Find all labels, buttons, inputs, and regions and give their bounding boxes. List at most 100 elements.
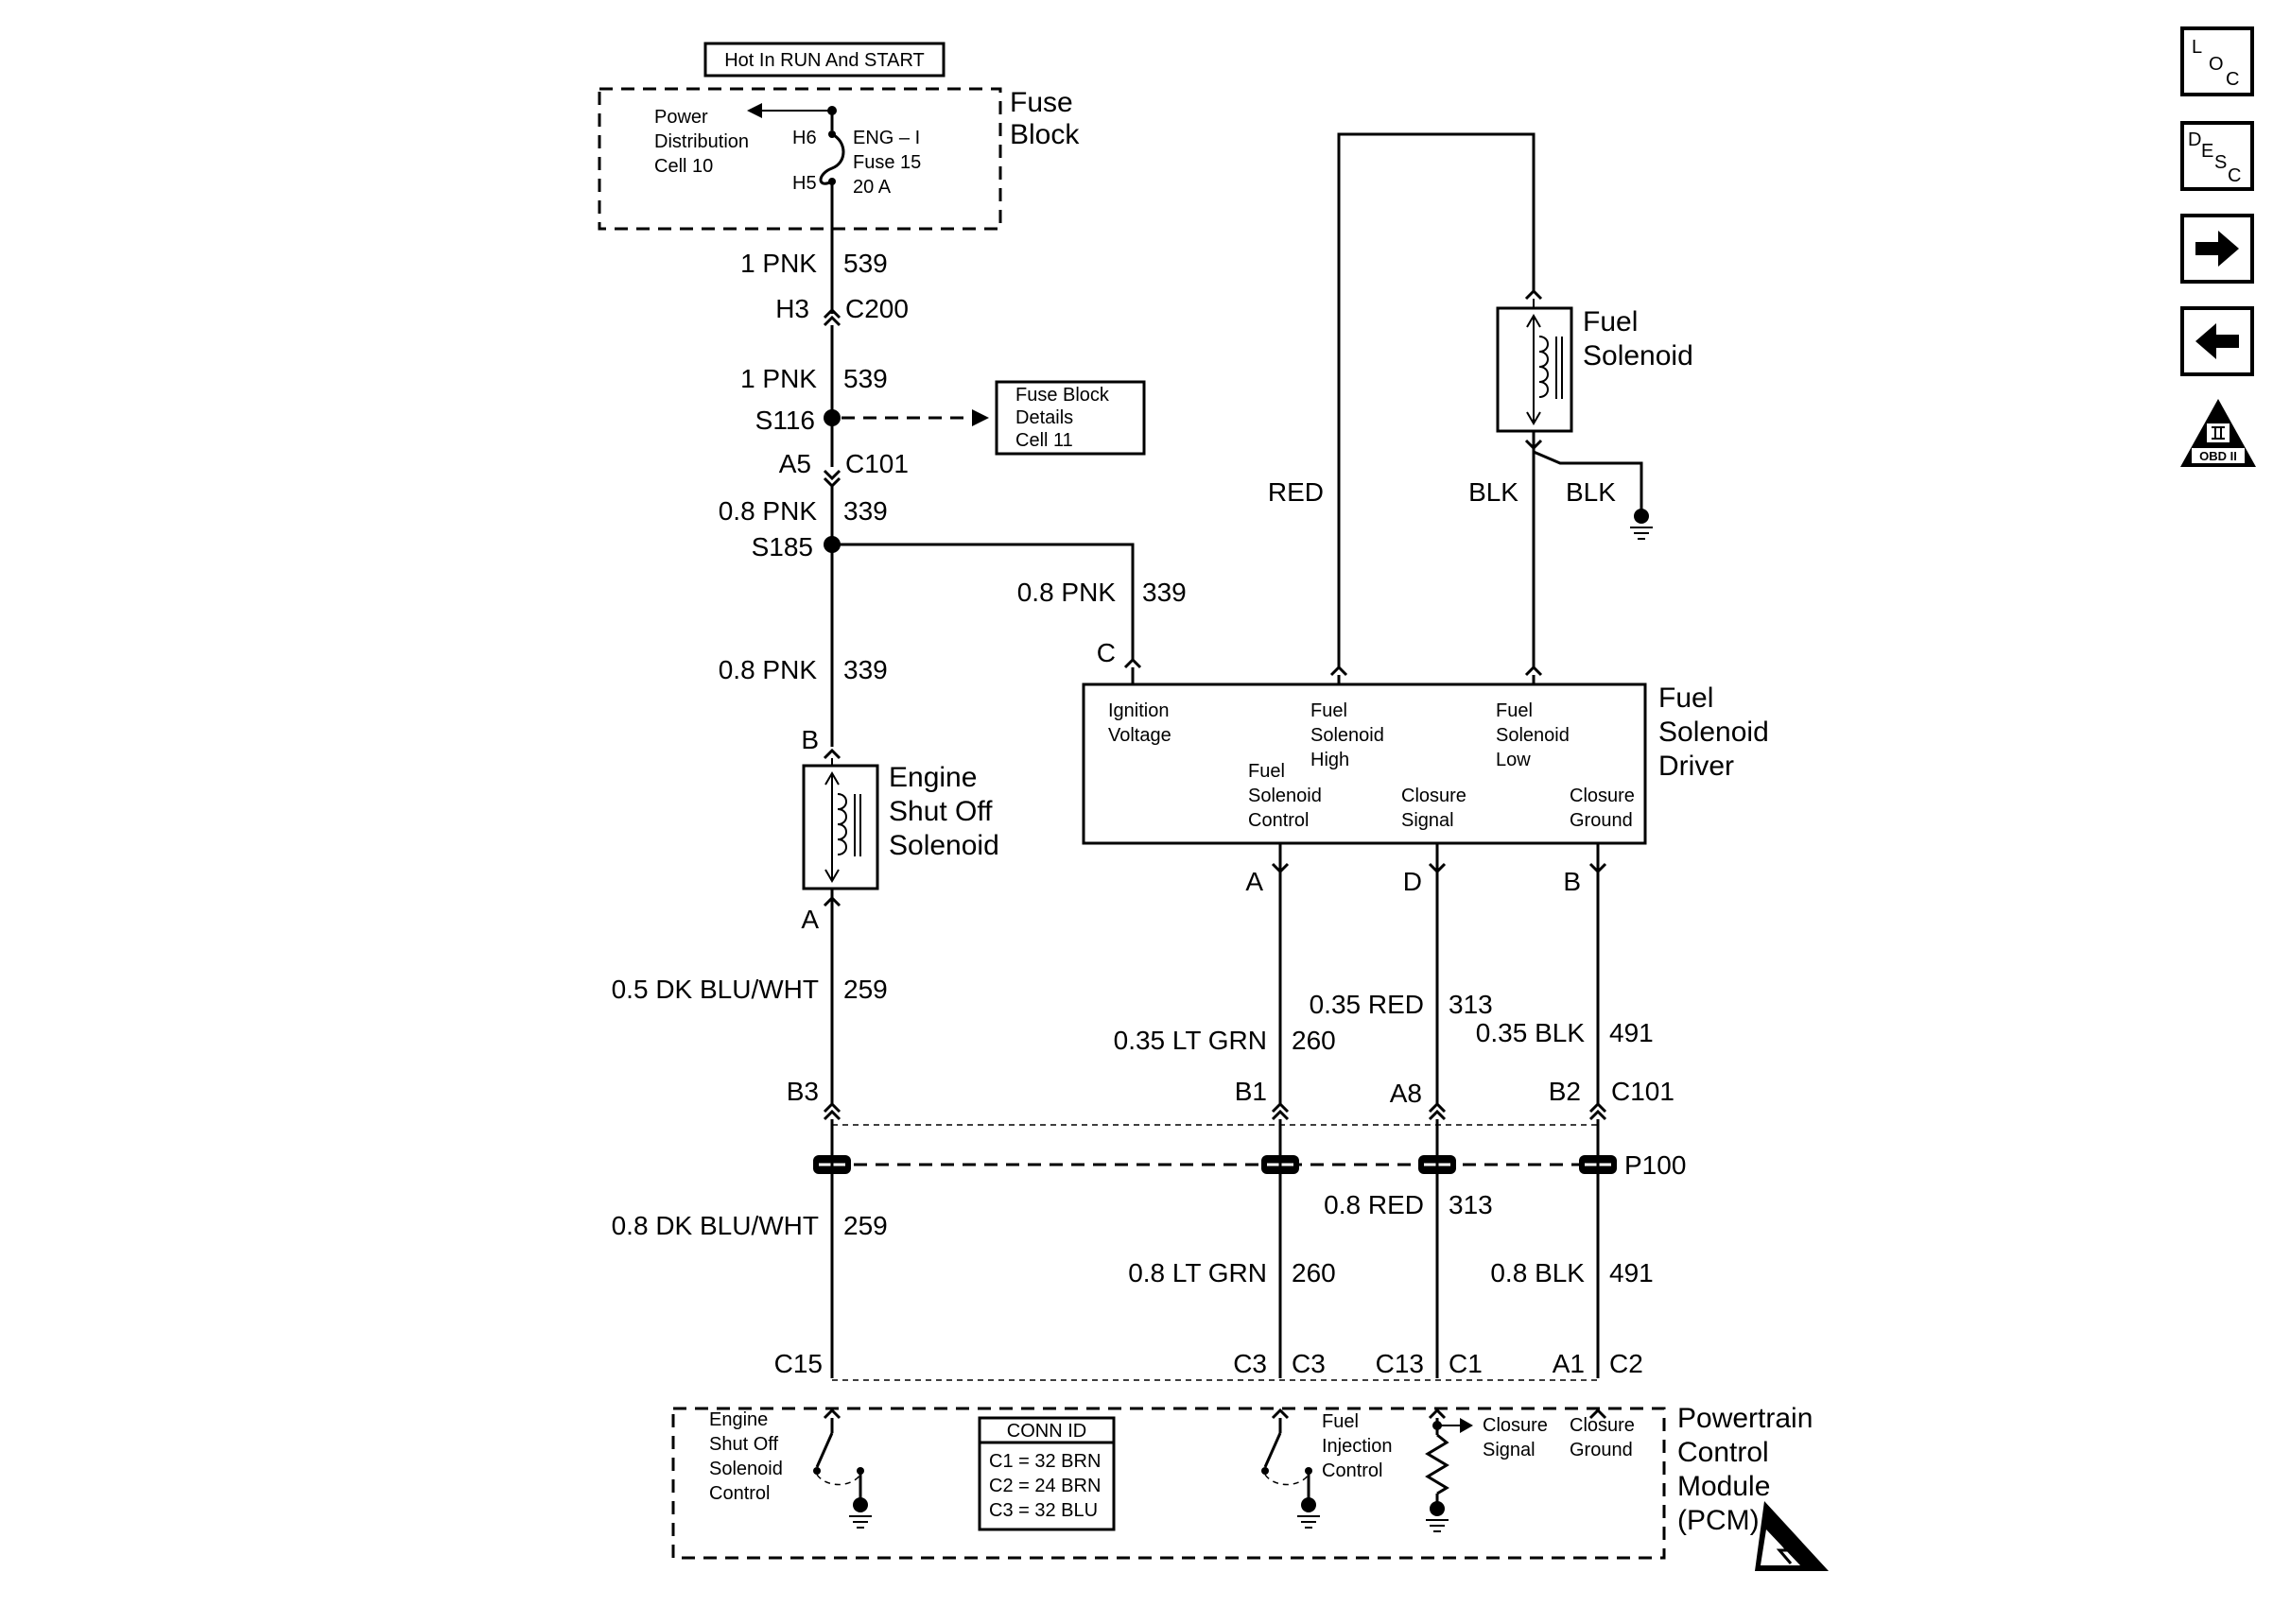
driver-csig-label-2: Signal <box>1401 810 1454 831</box>
pcm-module: C15 C3 C3 C13 C1 A1 C2 Powertrain Contro… <box>671 1349 1829 1571</box>
fuse-block-details-ref[interactable] <box>995 380 1146 456</box>
driver-ctrl-label-2: Solenoid <box>1248 786 1322 806</box>
lower-ctrl-circuit: 260 <box>1292 1258 1336 1287</box>
ref-line-2: Details <box>1015 407 1073 428</box>
fuel-solenoid-coil-icon <box>1538 336 1549 398</box>
fuel-solenoid-title-2: Solenoid <box>1583 340 1693 371</box>
shutoff-title: Engine <box>889 762 977 793</box>
shutoff-title-2: Shut Off <box>889 796 993 827</box>
pcm-title-2: Control <box>1677 1437 1769 1468</box>
lower-gnd-circuit: 491 <box>1609 1258 1654 1287</box>
ground-icon <box>1426 1501 1449 1532</box>
fuel-solenoid-title: Fuel <box>1583 306 1638 337</box>
upper-esd-circuit: 259 <box>843 975 888 1004</box>
loc-icon-l: L <box>2192 37 2202 58</box>
lower-esd-gauge: 0.8 DK BLU/WHT <box>612 1211 819 1240</box>
c101-pin-b3: B3 <box>787 1077 819 1106</box>
driver-ctrl-label: Fuel <box>1248 761 1285 782</box>
p100-name: P100 <box>1624 1150 1686 1180</box>
desc-icon-s: S <box>2214 152 2227 173</box>
shutoff-pin-a: A <box>801 905 819 934</box>
switch-icon <box>813 1432 864 1499</box>
driver-csig-label: Closure <box>1401 786 1466 806</box>
upper-ctrl-gauge: 0.35 LT GRN <box>1114 1026 1267 1055</box>
driver-high-label-3: High <box>1310 750 1349 770</box>
loc-icon-c: C <box>2226 69 2239 90</box>
c200-pin: H3 <box>775 294 809 323</box>
shutoff-pin-b: B <box>801 725 819 754</box>
pcm-csig-label: Closure <box>1483 1415 1548 1436</box>
engine-shutoff-solenoid: B A Engine Shut Off Solenoid <box>801 725 999 1104</box>
arrow-right-icon <box>972 409 989 426</box>
pcm-inj-label-3: Control <box>1322 1460 1382 1481</box>
pin-h6: H6 <box>792 128 817 148</box>
pcm-outline <box>671 1407 1666 1560</box>
arrow-left-icon <box>2195 323 2239 359</box>
upper-gnd-circuit: 491 <box>1609 1018 1654 1047</box>
seg1-gauge: 1 PNK <box>740 249 817 278</box>
branch-circuit: 339 <box>1142 578 1187 607</box>
pcm-esd-label: Engine <box>709 1409 768 1430</box>
power-dist-label-2: Distribution <box>654 131 749 152</box>
lower-sig-circuit: 313 <box>1449 1190 1493 1219</box>
splice-s116 <box>824 409 841 426</box>
pcm-esd-label-2: Shut Off <box>709 1434 778 1455</box>
conn-id-c1: C1 = 32 BRN <box>989 1451 1101 1472</box>
fuse-block-title: Fuse <box>1010 87 1073 118</box>
pcm-pin-c13: C13 <box>1376 1349 1424 1378</box>
lower-esd-circuit: 259 <box>843 1211 888 1240</box>
pcm-csig-label-2: Signal <box>1483 1440 1536 1460</box>
conn-id-c3: C3 = 32 BLU <box>989 1500 1098 1521</box>
seg2-gauge: 1 PNK <box>740 364 817 393</box>
nav-prev-button[interactable] <box>2180 306 2254 376</box>
c101-pin-a8: A8 <box>1390 1079 1422 1108</box>
pcm-inj-label-2: Injection <box>1322 1436 1393 1457</box>
upper-sig-circuit: 313 <box>1449 990 1493 1019</box>
desc-icon-d: D <box>2188 130 2201 150</box>
ground-icon <box>1630 509 1653 540</box>
driver-high-label: Fuel <box>1310 700 1347 721</box>
driver-pin-d: D <box>1403 867 1422 896</box>
nav-desc-button[interactable]: D E S C <box>2180 121 2254 191</box>
driver-high-label-2: Solenoid <box>1310 725 1384 746</box>
solenoid-coil-icon <box>837 793 847 855</box>
fuel-solenoid: Fuel Solenoid RED BLK BLK <box>1268 132 1693 677</box>
c101-name: C101 <box>1611 1077 1674 1106</box>
desc-icon-c: C <box>2228 165 2241 186</box>
connector-c200 <box>823 307 842 327</box>
driver-pin-a: A <box>1245 867 1263 896</box>
fuse-block: Hot In RUN And START Fuse Block Power Di… <box>598 42 1080 231</box>
arrow-left-icon <box>747 103 762 118</box>
fuse-block-outline <box>598 87 1002 231</box>
fuse-icon <box>819 132 845 185</box>
seg1-circuit: 539 <box>843 249 888 278</box>
fuel-solenoid-driver: Fuel Solenoid Driver Ignition Voltage Fu… <box>1082 667 1769 1104</box>
driver-low-label: Fuel <box>1496 700 1533 721</box>
hot-label: Hot In RUN And START <box>724 50 925 71</box>
splice-s116-label: S116 <box>755 406 815 435</box>
upper-wire-labels: 0.5 DK BLU/WHT 259 0.35 LT GRN 260 0.35 … <box>612 975 1654 1055</box>
ref-line-1: Fuse Block <box>1015 385 1110 406</box>
pcm-cgnd-label: Closure <box>1570 1415 1635 1436</box>
nav-loc-button[interactable]: L O C <box>2180 26 2254 96</box>
ground-icon <box>849 1497 872 1529</box>
upper-sig-gauge: 0.35 RED <box>1310 990 1424 1019</box>
wire-blk-ground-label: BLK <box>1566 477 1616 507</box>
conn-id-title: CONN ID <box>1007 1421 1086 1442</box>
pcm-title-4: (PCM) <box>1677 1505 1760 1536</box>
resistor-icon <box>1425 1433 1449 1495</box>
c101-a5-name: C101 <box>845 449 909 478</box>
nav-next-button[interactable] <box>2180 214 2254 284</box>
upper-esd-gauge: 0.5 DK BLU/WHT <box>612 975 819 1004</box>
driver-box <box>1082 682 1647 845</box>
seg4-circuit: 339 <box>843 655 888 684</box>
pcm-cgnd-label-2: Ground <box>1570 1440 1633 1460</box>
pcm-pin-c15: C15 <box>774 1349 823 1378</box>
desc-icon-e: E <box>2201 141 2213 162</box>
connector-c101-p100: B3 B1 A8 B2 C101 P100 <box>787 1077 1686 1378</box>
nav-obd-button[interactable]: OBD II <box>2180 399 2256 467</box>
pcm-title-3: Module <box>1677 1471 1770 1502</box>
fuse-block-title-2: Block <box>1010 119 1080 150</box>
lower-sig-gauge: 0.8 RED <box>1324 1190 1424 1219</box>
